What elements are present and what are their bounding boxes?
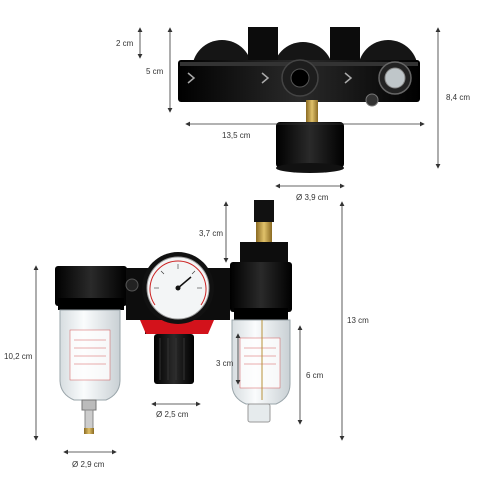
- dim-label-total-height-top: 8,4 cm: [446, 93, 471, 102]
- dim-label-knob-diameter: Ø 2,5 cm: [156, 410, 189, 419]
- front-view-dimension-lines: [33, 201, 345, 455]
- dim-label-width: 13,5 cm: [222, 131, 251, 140]
- dim-label-drain-diameter: Ø 2,9 cm: [72, 460, 105, 469]
- dim-label-filter-height: 10,2 cm: [4, 352, 33, 361]
- top-view-dimension-lines: [137, 27, 441, 189]
- dim-label-lubricator-top: 3,7 cm: [199, 229, 224, 238]
- dim-label-total-height-front: 13 cm: [347, 316, 369, 325]
- dim-label-bowl-height: 6 cm: [306, 371, 324, 380]
- dim-label-body-height: 5 cm: [146, 67, 164, 76]
- top-view-unit: [178, 27, 420, 173]
- front-view-unit: [55, 200, 292, 434]
- dim-label-top-offset: 2 cm: [116, 39, 134, 48]
- dim-label-knob-height: 3 cm: [216, 359, 234, 368]
- dim-label-gauge-diameter: Ø 3,9 cm: [296, 193, 329, 202]
